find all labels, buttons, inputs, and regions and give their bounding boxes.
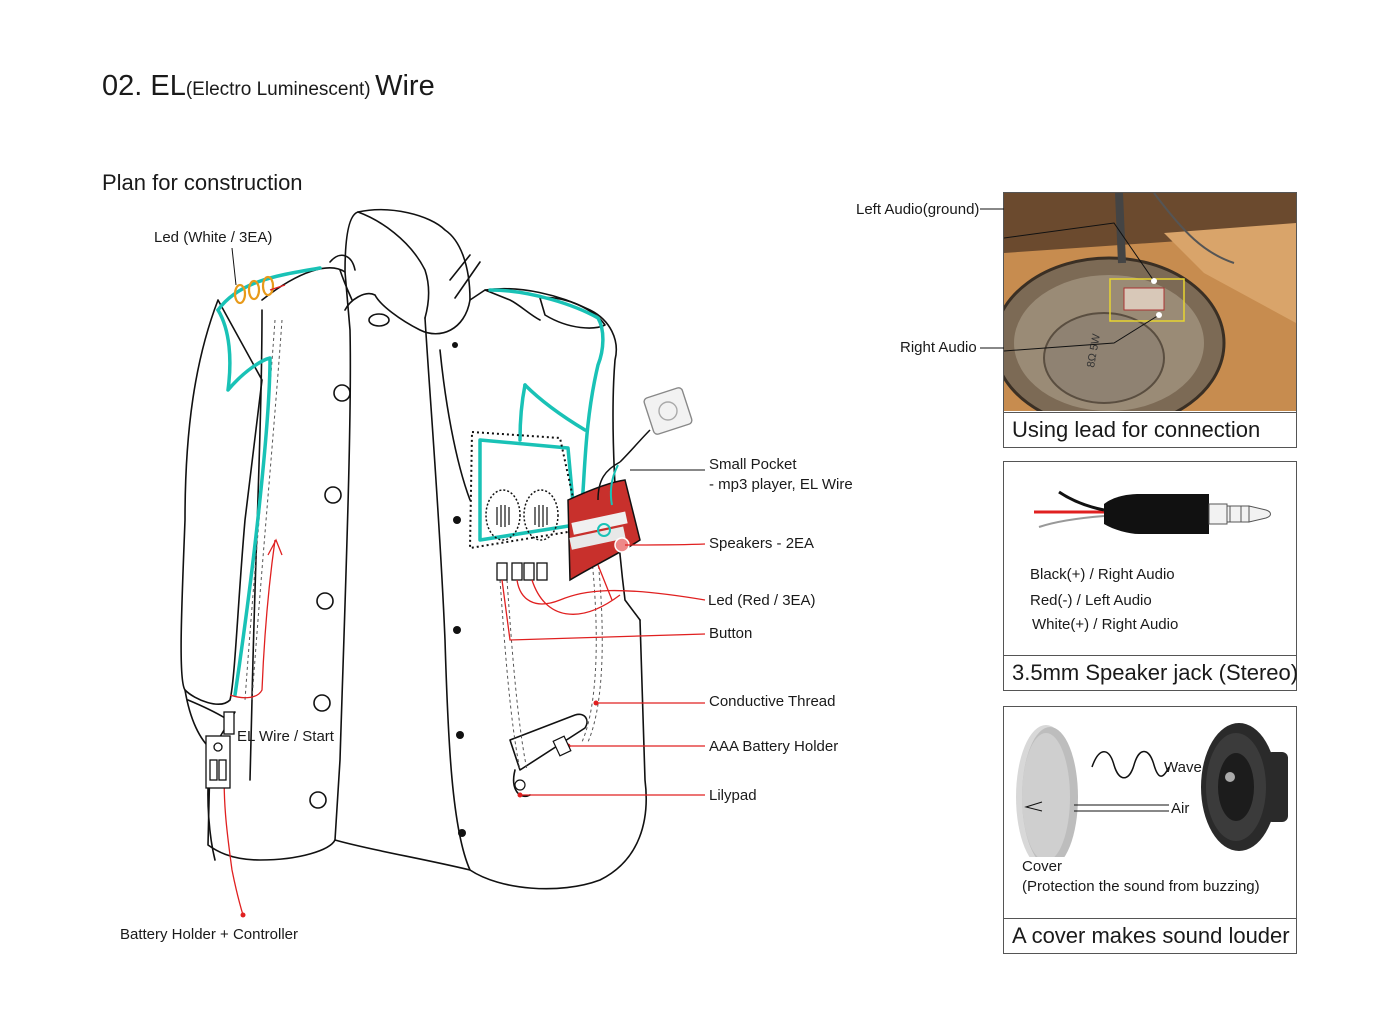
battery-holder-controller — [205, 711, 235, 789]
right-sleeve — [484, 287, 641, 621]
jacket-collar — [344, 208, 471, 335]
label-lilypad: Lilypad — [709, 787, 757, 804]
leader-lines — [231, 247, 705, 471]
page-title: 02. EL(Electro Luminescent) Wire — [102, 70, 435, 103]
speaker-pocket — [468, 430, 582, 550]
label-speakers: Speakers - 2EA — [709, 535, 815, 552]
photo-panel: 8Ω 5W Using lead for connection — [1003, 192, 1297, 448]
jack-panel: Black(+) / Right Audio Red(-) / Left Aud… — [1003, 461, 1298, 691]
jack-caption: 3.5mm Speaker jack (Stereo) — [1004, 655, 1298, 690]
red-threads — [223, 284, 706, 916]
speaker-grilles — [496, 505, 548, 527]
label-aaa-battery-holder: AAA Battery Holder — [709, 738, 839, 755]
cover-panel: Wave Air Cover (Protection the sound fro… — [1003, 706, 1297, 954]
cover-description: (Protection the sound from buzzing) — [1022, 878, 1260, 895]
label-right-audio: Right Audio — [900, 339, 977, 356]
cover-caption: A cover makes sound louder — [1004, 918, 1296, 953]
label-el-wire-start: EL Wire / Start — [237, 728, 334, 745]
el-wire-path — [216, 266, 605, 697]
label-led-white: Led (White / 3EA) — [154, 229, 273, 246]
speaker-print-text: 8Ω 5W — [1085, 332, 1103, 368]
title-subtext: (Electro Luminescent) — [185, 79, 371, 100]
cover-wave-label: Wave — [1164, 759, 1202, 776]
jack-line-black: Black(+) / Right Audio — [1030, 566, 1175, 583]
jacket-illustration — [180, 208, 706, 918]
label-conductive-thread: Conductive Thread — [709, 693, 836, 710]
jack-plug-illustration — [1034, 490, 1271, 534]
label-small-pocket-detail: - mp3 player, EL Wire — [709, 476, 853, 493]
cover-speaker-illustration — [1016, 723, 1288, 857]
label-button: Button — [709, 625, 753, 642]
title-prefix: 02. EL — [102, 70, 186, 102]
jacket-buttons — [309, 384, 351, 809]
lilypad-shape — [514, 779, 526, 791]
speaker-photo-illustration: 8Ω 5W — [1004, 193, 1296, 411]
small-pocket — [567, 479, 641, 582]
left-sleeve — [180, 299, 263, 705]
label-led-red: Led (Red / 3EA) — [708, 592, 816, 609]
label-battery-controller: Battery Holder + Controller — [120, 926, 298, 943]
white-led-group — [233, 275, 275, 305]
label-small-pocket: Small Pocket — [709, 456, 797, 473]
jacket-right-body — [424, 317, 647, 890]
section-subtitle: Plan for construction — [102, 170, 303, 195]
label-left-audio: Left Audio(ground) — [856, 201, 980, 218]
jack-line-white: White(+) / Right Audio — [1032, 616, 1179, 633]
speaker-ovals — [485, 489, 559, 541]
photo-caption: Using lead for connection — [1004, 412, 1296, 447]
cover-title-label: Cover — [1022, 858, 1063, 875]
jacket-buttonholes — [452, 342, 466, 837]
jack-line-red: Red(-) / Left Audio — [1030, 592, 1152, 609]
title-suffix: Wire — [375, 70, 435, 102]
mp3-player-icon — [597, 387, 693, 506]
cover-air-label: Air — [1171, 800, 1190, 817]
photo-leader-stubs — [980, 208, 1004, 349]
aaa-battery-shape — [552, 735, 572, 757]
red-led-button-group — [496, 562, 548, 581]
